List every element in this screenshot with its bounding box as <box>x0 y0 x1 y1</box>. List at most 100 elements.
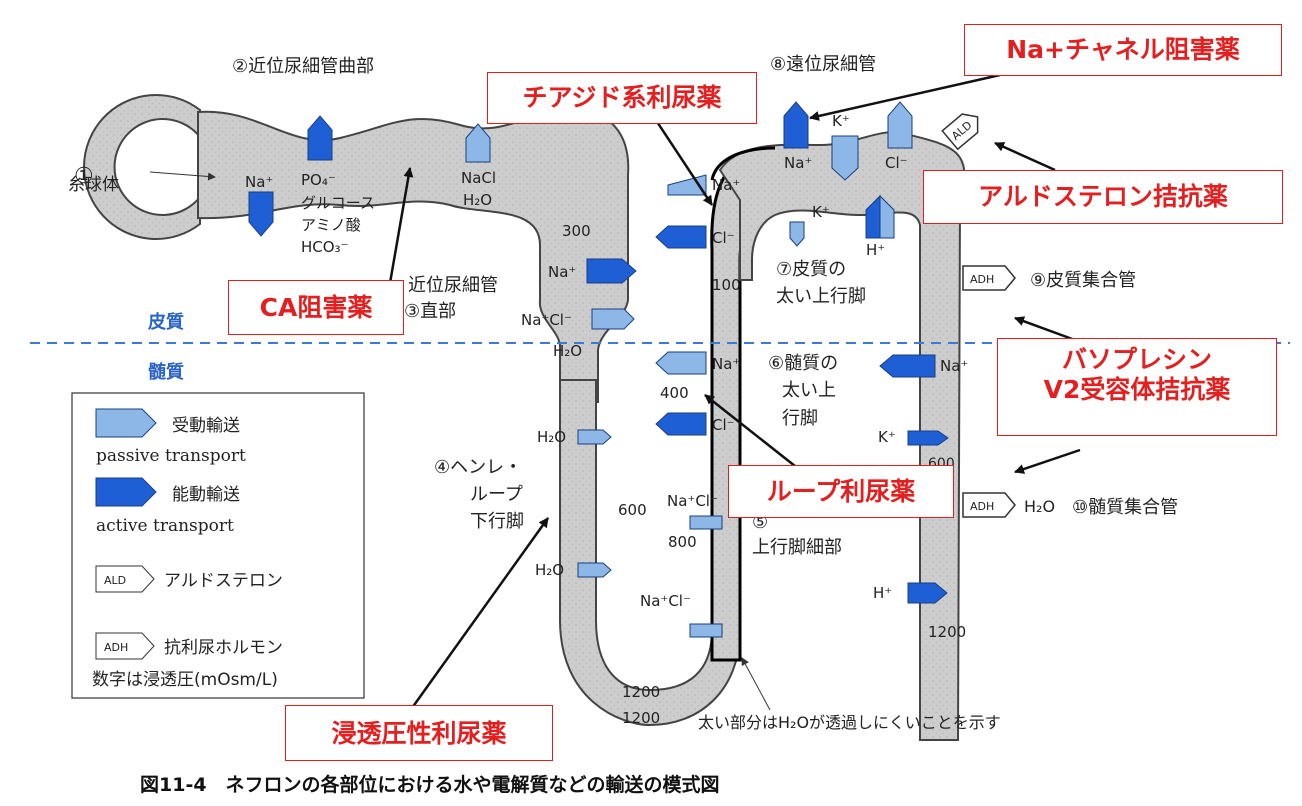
zone-cortex: 皮質 <box>148 311 184 333</box>
sub-h2o-descending-2: H₂O <box>535 561 564 579</box>
adh-badge-cortical: ADH <box>962 265 1016 291</box>
label-proximal-convoluted: ②近位尿細管曲部 <box>232 56 374 77</box>
sub-nacl-proximal: NaCl <box>461 169 496 187</box>
sub-na-distal: Na⁺ <box>784 154 812 172</box>
label-thick-med-1: ⑥髄質の <box>768 353 838 374</box>
transporter-h-cd <box>907 582 948 604</box>
callout-thiazide: チアジド系利尿薬 <box>487 72 757 124</box>
legend-adh-badge <box>95 632 155 660</box>
transporter-nacl-proximal <box>465 123 491 163</box>
callout-aldosterone-antagonist: アルドステロン拮抗薬 <box>923 170 1283 224</box>
legend-passive-en: passive transport <box>96 446 246 466</box>
osm-1200-loop-2: 1200 <box>622 709 660 727</box>
transporter-cl-tal-active <box>655 225 707 249</box>
callout-vasopressin: バソプレシン V2受容体拮抗薬 <box>997 338 1277 436</box>
sub-h2o-proximal: H₂O <box>463 191 492 209</box>
callout-vasopressin-line1: バソプレシン <box>1061 345 1212 374</box>
transporter-cl-distal <box>887 101 913 149</box>
osm-1200-cd: 1200 <box>928 623 966 641</box>
label-thick-med-3: 行脚 <box>782 408 818 429</box>
osm-800: 800 <box>668 533 697 551</box>
legend-passive-icon <box>95 408 157 438</box>
label-cortical-cd: ⑨皮質集合管 <box>1030 270 1136 291</box>
legend-active-jp: 能動輸送 <box>172 485 240 505</box>
label-henle-desc-3: 下行脚 <box>470 511 524 532</box>
zone-medulla: 髄質 <box>148 361 184 383</box>
label-henle-desc-2: ループ <box>470 484 523 505</box>
figure-caption: 図11-4 ネフロンの各部位における水や電解質などの輸送の模式図 <box>140 774 720 796</box>
label-thin-asc: 上行脚細部 <box>752 537 842 558</box>
transporter-na-proximal <box>248 191 274 237</box>
osm-400: 400 <box>660 384 689 402</box>
transporter-na-cd <box>879 354 936 378</box>
sub-nacl-thin-2: Na⁺Cl⁻ <box>640 592 691 610</box>
osm-1200-loop-1: 1200 <box>622 683 660 701</box>
callout-loop-diuretic: ループ利尿薬 <box>728 465 954 518</box>
sub-na-proximal: Na⁺ <box>245 173 273 191</box>
legend-adh-label: 抗利尿ホルモン <box>164 638 283 658</box>
transporter-h2o-descending-2 <box>577 562 612 578</box>
transporter-h2o-descending-1 <box>577 429 612 445</box>
label-thick-med-2: 太い上 <box>782 380 836 401</box>
sub-na-straight: Na⁺ <box>548 263 576 281</box>
sub-h2o-straight: H₂O <box>553 342 582 360</box>
sub-k-cd: K⁺ <box>878 428 896 446</box>
label-proximal-straight-1: 近位尿細管 <box>408 275 498 296</box>
legend-active-icon <box>95 477 157 507</box>
note-thick-segment: 太い部分はH₂Oが透過しにくいことを示す <box>698 713 1001 732</box>
callout-na-channel: Na+チャネル阻害薬 <box>964 24 1282 76</box>
sub-h-cortical: H⁺ <box>866 241 885 259</box>
sub-cl-distal: Cl⁻ <box>885 154 908 172</box>
sub-amino-acid: アミノ酸 <box>301 216 361 234</box>
transporter-na-distal <box>783 101 809 149</box>
osm-300: 300 <box>562 222 591 240</box>
callout-vasopressin-line2: V2受容体拮抗薬 <box>1043 375 1231 404</box>
label-distal: ⑧遠位尿細管 <box>770 54 876 75</box>
transporter-cl-tal2-active <box>655 412 707 436</box>
sub-h-cd: H⁺ <box>873 584 892 602</box>
label-henle-desc-1: ④ヘンレ・ <box>434 457 522 478</box>
sub-po4: PO₄⁻ <box>301 171 336 189</box>
transporter-na-tal2-passive <box>655 351 707 375</box>
sub-h2o-descending-1: H₂O <box>537 428 566 446</box>
osm-600-desc: 600 <box>618 501 647 519</box>
label-medullary-cd: ⑩髄質集合管 <box>1072 497 1178 518</box>
sub-nacl-straight: Na⁺Cl⁻ <box>521 311 572 329</box>
transporter-nacl-straight <box>591 308 635 330</box>
ald-badge: ALD <box>941 113 979 151</box>
transporter-po4-proximal <box>307 115 333 161</box>
sub-glucose: グルコース <box>301 194 375 212</box>
legend-adh-badge-text: ADH <box>104 641 128 654</box>
transporter-k-distal <box>831 135 859 181</box>
sub-na-tal-1: Na⁺ <box>712 176 740 194</box>
transporter-nacl-thin-1 <box>689 515 723 530</box>
sub-nacl-thin-1: Na⁺Cl⁻ <box>667 492 718 510</box>
label-proximal-straight-2: ③直部 <box>404 301 456 322</box>
svg-text:ADH: ADH <box>970 273 994 286</box>
label-glomerulus: 糸球体 <box>68 175 119 195</box>
sub-na-cd: Na⁺ <box>940 357 968 375</box>
sub-k-distal: K⁺ <box>832 112 850 130</box>
transporter-nacl-thin-2 <box>689 623 723 638</box>
transporter-k-cd <box>907 430 949 446</box>
label-glomerulus-num: ① <box>74 164 94 189</box>
legend-ald-label: アルドステロン <box>164 571 283 591</box>
sub-hco3: HCO₃⁻ <box>301 238 349 256</box>
glomerulus-capsule <box>83 94 201 240</box>
legend-passive-jp: 受動輸送 <box>172 416 240 436</box>
sub-cl-tal-1: Cl⁻ <box>712 229 735 247</box>
legend-ald-badge-text: ALD <box>104 574 126 587</box>
sub-h2o-cd: H₂O <box>1024 497 1055 516</box>
legend-osmolality-note: 数字は浸透圧(mOsm/L) <box>92 670 278 690</box>
osm-100: 100 <box>712 276 741 294</box>
sub-cl-tal-2: Cl⁻ <box>712 416 735 434</box>
transporter-na-straight <box>586 258 637 284</box>
legend-active-en: active transport <box>96 516 234 536</box>
sub-na-tal-2: Na⁺ <box>712 355 740 373</box>
svg-text:ADH: ADH <box>970 500 994 513</box>
transporter-h-cortical-b <box>879 194 895 239</box>
label-thick-cort-2: 太い上行脚 <box>776 286 866 307</box>
label-thick-cort-1: ⑦皮質の <box>776 259 846 280</box>
transporter-k-cortical <box>789 221 805 247</box>
